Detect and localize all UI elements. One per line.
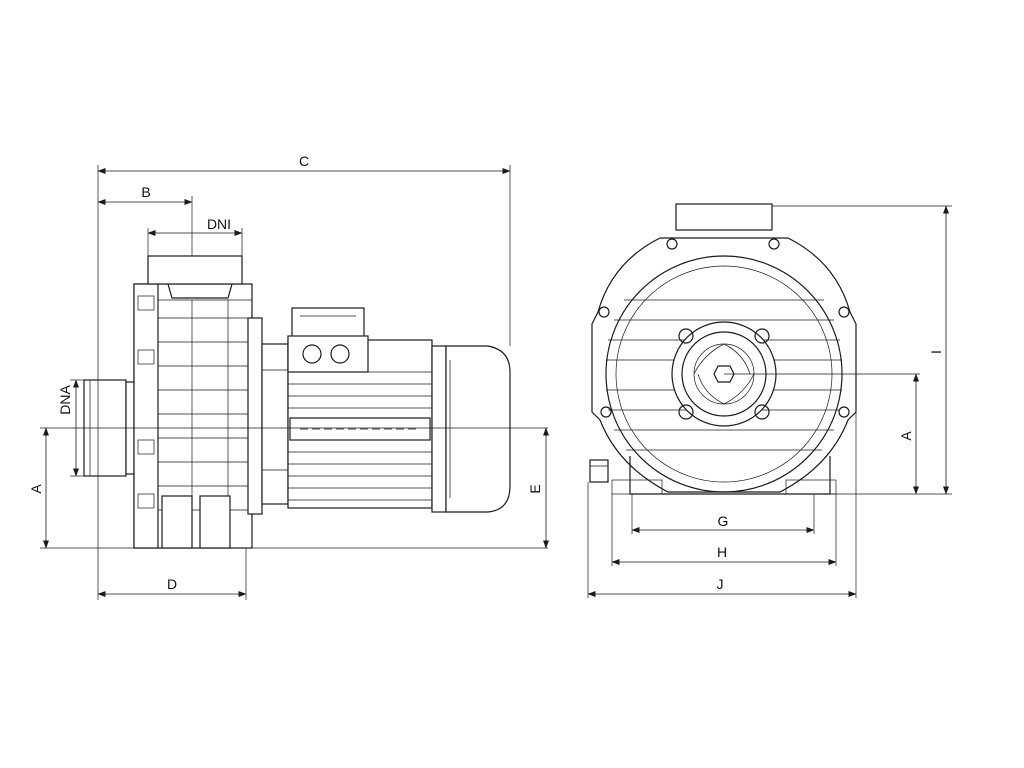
label-h: H [717,544,727,560]
drain-plug [589,459,609,483]
label-b: B [141,184,150,200]
fan-cover [431,345,511,513]
label-dni: DNI [207,216,231,232]
terminal-box [287,307,369,373]
label-j: J [717,576,724,592]
front-discharge-port [675,203,773,231]
label-g: G [718,513,729,529]
label-c: C [299,153,309,169]
discharge-port [147,255,243,299]
label-a-front: A [898,431,914,441]
label-a-side: A [28,484,44,494]
label-dna: DNA [57,385,73,415]
motor-adapter [247,317,289,515]
pump-body [133,283,253,549]
label-i: I [928,350,944,354]
label-e: E [527,484,543,493]
side-view [40,165,549,600]
label-d: D [167,576,177,592]
front-view [587,203,952,598]
